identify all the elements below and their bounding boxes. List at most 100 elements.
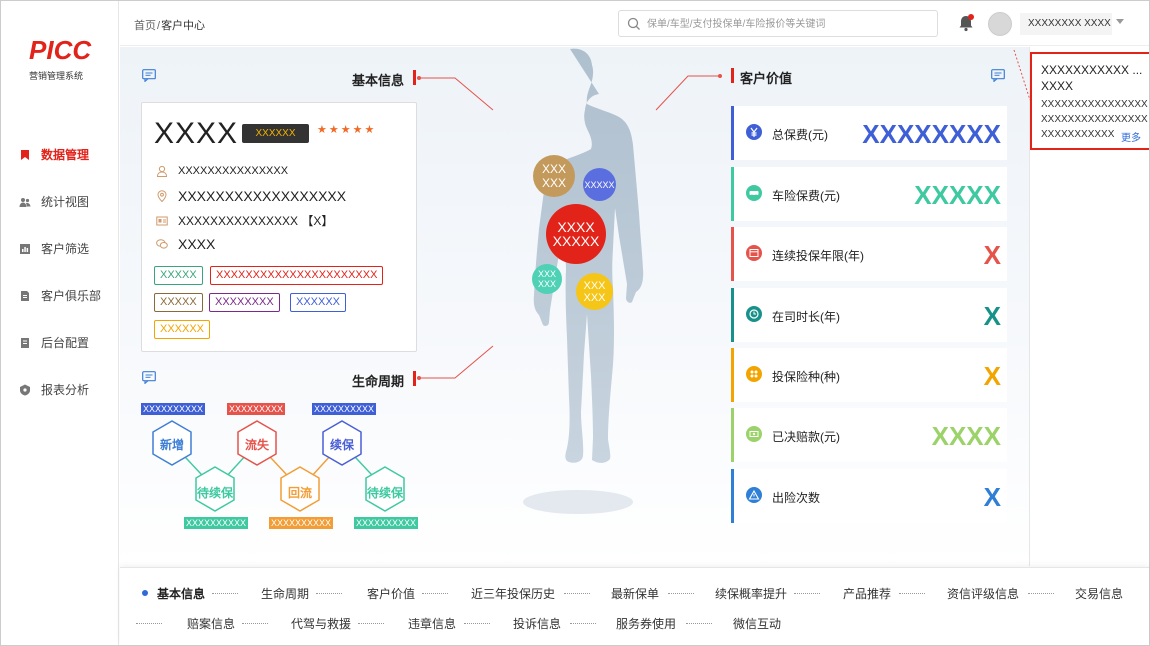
tab-driving-rescue[interactable]: 代驾与救援 [291,617,352,631]
value-item-claim-count[interactable]: 出险次数 X [731,469,1007,523]
tab-3yr-policy-history[interactable]: 近三年投保历史 [471,587,556,601]
value-item-tenure[interactable]: 在司时长(年) X [731,288,1007,342]
chevron-down-icon[interactable] [1116,19,1124,24]
value-label: 连续投保年限(年) [772,249,864,263]
search-input[interactable] [647,15,927,33]
connector-line [417,345,494,380]
search-box[interactable] [618,10,938,37]
sidebar: PICC 营销管理系统 数据管理 统计视图 客户筛选 客户俱乐部 后台配置 报表… [1,1,119,645]
value-item-policy-types[interactable]: 投保险种(种) X [731,348,1007,402]
sidebar-item-label: 报表分析 [41,383,90,397]
breadcrumb-home[interactable]: 首页 [134,20,156,32]
lifecycle-node-pending-renewal[interactable]: 待续保 [366,486,403,500]
comment-icon[interactable] [142,69,156,82]
tab-divider [358,623,384,624]
tab-divider [242,623,268,624]
sidebar-item-backend-config[interactable]: 后台配置 [1,319,119,366]
person-icon [156,165,168,177]
lifecycle-count-tag: XXXXXXXXXX [141,403,206,415]
basic-info-title-bar [413,70,416,85]
tab-lifecycle[interactable]: 生命周期 [261,587,310,601]
value-item-total-premium[interactable]: 总保费(元) XXXXXXXX [731,106,1007,160]
logo: PICC [29,35,92,65]
tab-complaint-info[interactable]: 投诉信息 [513,617,562,631]
grid-icon [746,366,762,382]
tab-divider [899,593,925,594]
tab-voucher-usage[interactable]: 服务券使用 [616,617,677,631]
chart-icon [20,243,30,254]
value-number: XXXXX [914,180,1001,210]
value-item-consecutive-years[interactable]: 连续投保年限(年) X [731,227,1007,281]
customer-tag: XXXXX [154,293,203,312]
lifecycle-node-lost[interactable]: 流失 [244,438,269,452]
insight-bubble[interactable]: XXX XXX [576,273,613,310]
hex-node [280,466,320,512]
sidebar-item-label: 数据管理 [41,148,90,162]
tab-renewal-rate[interactable]: 续保概率提升 [715,587,788,601]
value-label: 出险次数 [772,491,821,505]
lifecycle-count-tag: XXXXXXXXXX [312,403,377,415]
notice-title: XXXXXXXXXXX ... XXXX [1041,63,1143,93]
sidebar-item-data-management[interactable]: 数据管理 [1,131,119,178]
sidebar-item-customer-filter[interactable]: 客户筛选 [1,225,119,272]
connector-line [655,74,722,111]
hex-node [152,420,192,466]
sidebar-item-label: 统计视图 [41,195,90,209]
customer-name: XXXX [154,117,239,150]
customer-portrait-panel: 基本信息 XXXX XXXXXX ★★★★★ XXXXXXXXXXXXXXX X… [120,47,1029,566]
insight-bubble[interactable]: XXXX XXXXX [546,204,606,264]
search-icon [627,17,640,30]
hex-node [237,420,277,466]
sidebar-item-customer-club[interactable]: 客户俱乐部 [1,272,119,319]
username[interactable]: XXXXXXXX XXXX [1020,13,1112,35]
notification-dot [968,14,974,20]
comment-icon[interactable] [142,371,156,384]
tab-claim-info[interactable]: 赔案信息 [187,617,236,631]
lifecycle-node-returned[interactable]: 回流 [287,486,312,500]
avatar[interactable] [988,12,1012,36]
tab-basic-info[interactable]: 基本信息 [157,587,206,601]
tab-divider [668,593,694,594]
wechat-icon [156,239,168,249]
value-item-auto-premium[interactable]: 车险保费(元) XXXXX [731,167,1007,221]
tab-violation-info[interactable]: 违章信息 [408,617,457,631]
tab-divider [422,593,448,594]
notification-bell-icon[interactable] [958,14,974,32]
lifecycle-count-tag: XXXXXXXXXX [269,517,334,529]
tab-transaction-info[interactable]: 交易信息 [1075,587,1124,601]
insight-bubble[interactable]: XXXXX [583,168,616,201]
sidebar-item-label: 客户俱乐部 [41,289,102,303]
value-number: XXXX [931,421,1001,451]
comment-icon[interactable] [991,69,1005,82]
sidebar-item-report-analysis[interactable]: 报表分析 [1,366,119,413]
tab-credit-rating[interactable]: 资信评级信息 [947,587,1020,601]
value-number: X [983,482,1001,512]
sidebar-nav: 数据管理 统计视图 客户筛选 客户俱乐部 后台配置 报表分析 [1,131,119,413]
lifecycle-node-new[interactable]: 新增 [159,438,184,452]
lifecycle-node-pending-renewal[interactable]: 待续保 [196,486,233,500]
value-label: 车险保费(元) [772,189,840,203]
insight-bubble[interactable]: XXX XXX [533,155,575,197]
tab-divider [136,623,162,624]
clock-icon [746,306,762,322]
customer-tag: XXXXXX [290,293,347,312]
notice-more-link[interactable]: 更多 [1121,133,1141,144]
insight-bubble[interactable]: XXX XXX [532,264,562,294]
tab-wechat-interaction[interactable]: 微信互动 [733,617,782,631]
info-value: XXXX [178,236,216,252]
sidebar-item-stats-view[interactable]: 统计视图 [1,178,119,225]
info-value: XXXXXXXXXXXXXXX 【X】 [178,214,334,228]
value-label: 投保险种(种) [772,370,840,384]
customer-value-title: 客户价值 [740,71,793,86]
tab-latest-policy[interactable]: 最新保单 [611,587,660,601]
value-number: X [983,301,1001,331]
logo-subtitle: 营销管理系统 [29,71,84,81]
lifecycle-node-renewed[interactable]: 续保 [329,438,354,452]
tab-product-recommend[interactable]: 产品推荐 [843,587,892,601]
notice-card[interactable]: XXXXXXXXXXX ... XXXX XXXXXXXXXXXXXXXXXXX… [1030,52,1149,150]
tab-customer-value[interactable]: 客户价值 [367,587,416,601]
tab-divider [212,593,238,594]
value-item-settled-claims[interactable]: 已决赔款(元) XXXX [731,408,1007,462]
customer-tag: XXXXX [154,266,203,285]
shield-icon [20,384,30,395]
